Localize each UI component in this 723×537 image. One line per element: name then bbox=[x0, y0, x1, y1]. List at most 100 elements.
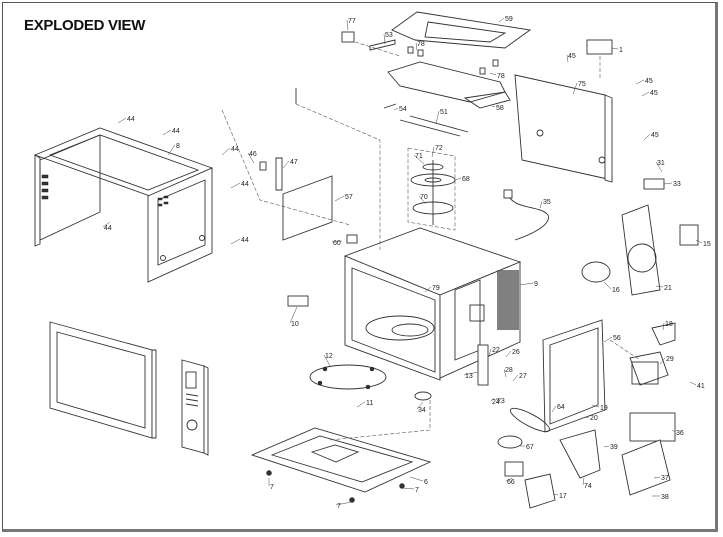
part-number-label: 44 bbox=[104, 225, 112, 232]
part-callout-77: 77 bbox=[346, 18, 356, 31]
part-number-label: 54 bbox=[399, 106, 407, 113]
part-number-label: 44 bbox=[127, 116, 135, 123]
part-callout-46: 46 bbox=[247, 151, 257, 164]
leader-line bbox=[221, 147, 231, 156]
leader-line bbox=[655, 161, 663, 173]
part-callout-7b: 7 bbox=[335, 501, 353, 510]
part-callout-44e: 44 bbox=[102, 221, 112, 232]
part-number-label: 57 bbox=[345, 194, 353, 201]
leader-line bbox=[603, 281, 612, 290]
leader-line bbox=[289, 306, 298, 324]
part-number-label: 10 bbox=[291, 321, 299, 328]
part-callout-75: 75 bbox=[572, 81, 586, 95]
leader-line bbox=[591, 404, 600, 408]
upper-bracket bbox=[387, 61, 511, 109]
part-callout-33: 33 bbox=[663, 181, 681, 188]
part-callout-72: 72 bbox=[431, 145, 443, 158]
part-callout-44d: 44 bbox=[230, 181, 249, 189]
part-callout-44f: 44 bbox=[230, 237, 249, 245]
assembly-guide-lines bbox=[221, 41, 641, 441]
leader-line bbox=[603, 445, 610, 448]
part-callout-64: 64 bbox=[551, 404, 565, 413]
shield-18 bbox=[651, 322, 676, 346]
oven-cavity bbox=[343, 227, 522, 381]
part-number-label: 1 bbox=[619, 47, 623, 54]
part-callout-11: 11 bbox=[356, 400, 373, 408]
part-callout-7c: 7 bbox=[401, 487, 419, 494]
leader-line bbox=[230, 238, 241, 245]
power-cord bbox=[503, 189, 549, 241]
leader-line bbox=[331, 240, 343, 243]
leader-line bbox=[334, 195, 345, 202]
part-callout-78a: 78 bbox=[415, 41, 425, 51]
part-number-label: 74 bbox=[584, 483, 592, 490]
part-callout-70: 70 bbox=[418, 194, 428, 205]
leader-line bbox=[695, 239, 703, 244]
leader-line bbox=[393, 107, 399, 111]
part-number-label: 44 bbox=[241, 237, 249, 244]
part-number-label: 79 bbox=[432, 285, 440, 292]
part-callout-9: 9 bbox=[519, 281, 538, 288]
part-callout-10: 10 bbox=[289, 306, 299, 328]
part-number-label: 26 bbox=[512, 349, 520, 356]
part-callout-44a: 44 bbox=[117, 116, 135, 124]
leader-line bbox=[495, 397, 498, 401]
part-callout-67: 67 bbox=[520, 444, 534, 451]
part-number-label: 27 bbox=[519, 373, 527, 380]
part-number-label: 8 bbox=[176, 143, 180, 150]
leader-line bbox=[490, 397, 495, 402]
part-number-label: 60 bbox=[333, 240, 341, 247]
leader-line bbox=[655, 285, 664, 288]
part-number-label: 31 bbox=[657, 160, 665, 167]
leader-line bbox=[505, 477, 513, 482]
part-callout-47: 47 bbox=[282, 159, 298, 169]
part-callout-68: 68 bbox=[454, 176, 470, 183]
part-callout-56: 56 bbox=[603, 335, 621, 343]
part-callout-71: 71 bbox=[413, 153, 425, 165]
part-number-label: 44 bbox=[172, 128, 180, 135]
leader-line bbox=[454, 177, 462, 181]
part-number-label: 7 bbox=[270, 484, 274, 491]
diagram-frame bbox=[2, 2, 718, 532]
bracket-74 bbox=[559, 429, 601, 479]
small-top-parts bbox=[341, 31, 499, 109]
control-panel bbox=[181, 359, 209, 456]
leader-line bbox=[416, 401, 424, 410]
part-callout-17: 17 bbox=[553, 493, 567, 500]
part-callout-51: 51 bbox=[435, 109, 448, 125]
leader-line bbox=[635, 79, 645, 85]
door-assembly bbox=[49, 321, 157, 439]
part-callout-18: 18 bbox=[662, 321, 673, 331]
part-callout-13: 13 bbox=[463, 371, 479, 380]
part-number-label: 77 bbox=[348, 18, 356, 25]
part-number-label: 45 bbox=[650, 90, 658, 97]
part-callout-27: 27 bbox=[512, 373, 527, 382]
roller-ring bbox=[309, 364, 387, 390]
part-number-label: 59 bbox=[505, 16, 513, 23]
part-number-label: 11 bbox=[366, 400, 373, 407]
leader-line bbox=[503, 368, 507, 378]
part-callout-16: 16 bbox=[603, 281, 620, 294]
leader-line bbox=[553, 493, 559, 496]
part-callout-44c: 44 bbox=[221, 146, 239, 156]
leader-line bbox=[102, 221, 111, 228]
part-callout-44b: 44 bbox=[162, 128, 180, 136]
back-panel bbox=[514, 39, 613, 183]
leader-line bbox=[671, 429, 676, 433]
heater-rods bbox=[399, 115, 469, 137]
part-callout-34: 34 bbox=[416, 401, 426, 414]
leader-line bbox=[247, 152, 255, 164]
leader-line bbox=[117, 117, 127, 124]
part-callout-54: 54 bbox=[393, 106, 407, 113]
part-number-label: 24 bbox=[492, 399, 500, 406]
leader-line bbox=[519, 282, 534, 286]
part-callout-15: 15 bbox=[695, 239, 711, 248]
part-callout-26: 26 bbox=[505, 349, 520, 358]
part-number-label: 58 bbox=[496, 105, 504, 112]
part-callout-59: 59 bbox=[498, 16, 513, 23]
leader-line bbox=[346, 19, 349, 31]
part-number-label: 33 bbox=[673, 181, 681, 188]
part-number-label: 29 bbox=[666, 356, 674, 363]
part-callout-78b: 78 bbox=[489, 72, 505, 80]
